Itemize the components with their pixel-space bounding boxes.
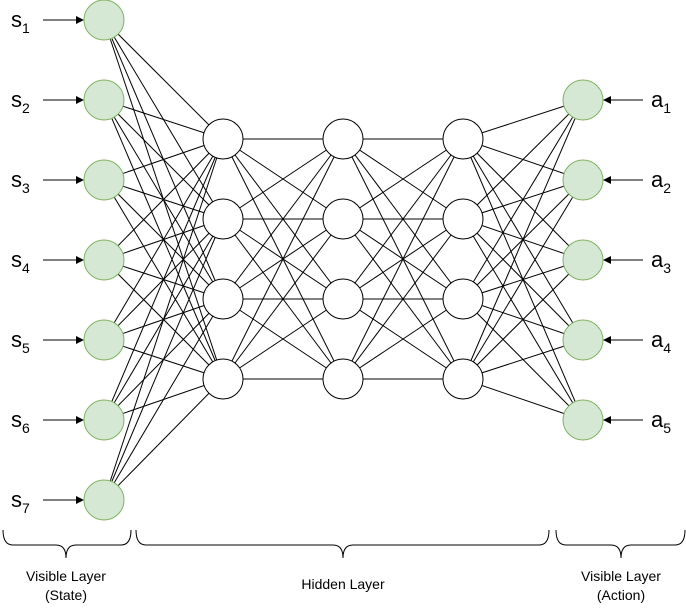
- captions: Visible Layer (State) Hidden Layer Visib…: [26, 568, 661, 603]
- action-label-3: a3: [651, 247, 671, 276]
- edge-3-1-0: [462, 99, 584, 220]
- state-label-5: s5: [11, 327, 30, 356]
- action-label-4: a4: [651, 327, 671, 356]
- state-label-3: s3: [11, 167, 30, 196]
- edge-2-3-1: [342, 218, 464, 380]
- edge-3-3-4: [462, 378, 584, 421]
- hidden-node-3-4: [442, 358, 484, 400]
- edge-3-3-1: [462, 179, 584, 380]
- hidden-node-3-2: [442, 198, 484, 240]
- input-arrows: [43, 16, 643, 504]
- state-label-6: s6: [11, 407, 30, 436]
- state-node-4: [83, 239, 125, 281]
- action-label-1: a1: [651, 87, 671, 116]
- edge-1-3-1: [222, 218, 344, 380]
- visible-state-caption-line2: (State): [45, 587, 87, 603]
- edge-2-3-0: [342, 138, 464, 380]
- connection-edges: [103, 19, 584, 501]
- action-node-4: [562, 319, 604, 361]
- visible-state-brace: [2, 529, 132, 559]
- visible-action-caption-line2: (Action): [597, 587, 645, 603]
- state-label-2: s2: [11, 87, 30, 116]
- action-label-5: a5: [651, 407, 671, 436]
- state-node-7: [83, 479, 125, 521]
- hidden-node-1-2: [202, 198, 244, 240]
- edge-0-6-1: [103, 218, 224, 501]
- edge-0-0-0: [103, 19, 224, 140]
- edge-0-5-0: [103, 138, 224, 421]
- edge-0-6-2: [103, 298, 224, 501]
- network-nodes: [83, 0, 604, 521]
- visible-action-caption-line1: Visible Layer: [581, 568, 661, 584]
- action-node-5: [562, 399, 604, 441]
- edge-1-1-0: [222, 138, 344, 220]
- hidden-node-2-1: [322, 118, 364, 160]
- edge-3-3-3: [462, 339, 584, 380]
- edge-0-6-3: [103, 378, 224, 501]
- action-label-2: a2: [651, 167, 671, 196]
- edge-1-3-2: [222, 298, 344, 380]
- edge-1-3-0: [222, 138, 344, 380]
- edge-0-2-0: [103, 138, 224, 181]
- state-label-4: s4: [11, 247, 30, 276]
- hidden-node-3-3: [442, 278, 484, 320]
- state-node-1: [83, 0, 125, 41]
- edge-1-2-0: [222, 138, 344, 300]
- state-label-7: s7: [11, 487, 30, 516]
- action-node-2: [562, 159, 604, 201]
- state-node-5: [83, 319, 125, 361]
- hidden-node-2-2: [322, 198, 364, 240]
- edge-0-3-0: [103, 138, 224, 261]
- edge-2-2-0: [342, 138, 464, 300]
- edge-3-2-0: [462, 99, 584, 300]
- visible-state-caption-line1: Visible Layer: [26, 568, 106, 584]
- state-label-1: s1: [11, 7, 30, 36]
- action-node-3: [562, 239, 604, 281]
- hidden-node-3-1: [442, 118, 484, 160]
- edge-0-4-0: [103, 138, 224, 341]
- edge-2-1-0: [342, 138, 464, 220]
- state-node-6: [83, 399, 125, 441]
- edge-3-3-2: [462, 259, 584, 380]
- edge-0-6-0: [103, 138, 224, 501]
- hidden-brace: [135, 529, 550, 559]
- state-node-3: [83, 159, 125, 201]
- edge-3-3-0: [462, 99, 584, 380]
- hidden-node-1-3: [202, 278, 244, 320]
- action-node-1: [562, 79, 604, 121]
- edge-2-3-2: [342, 298, 464, 380]
- hidden-layer-caption: Hidden Layer: [301, 576, 385, 592]
- hidden-node-1-1: [202, 118, 244, 160]
- state-node-2: [83, 79, 125, 121]
- visible-action-brace: [555, 529, 686, 559]
- hidden-node-2-4: [322, 358, 364, 400]
- edge-0-1-0: [103, 99, 224, 140]
- node-labels: s1 s2 s3 s4 s5 s6 s7 a1 a2 a3 a4 a5: [11, 7, 671, 516]
- edge-3-0-0: [462, 99, 584, 140]
- hidden-node-1-4: [202, 358, 244, 400]
- hidden-node-2-3: [322, 278, 364, 320]
- braces: [2, 529, 686, 559]
